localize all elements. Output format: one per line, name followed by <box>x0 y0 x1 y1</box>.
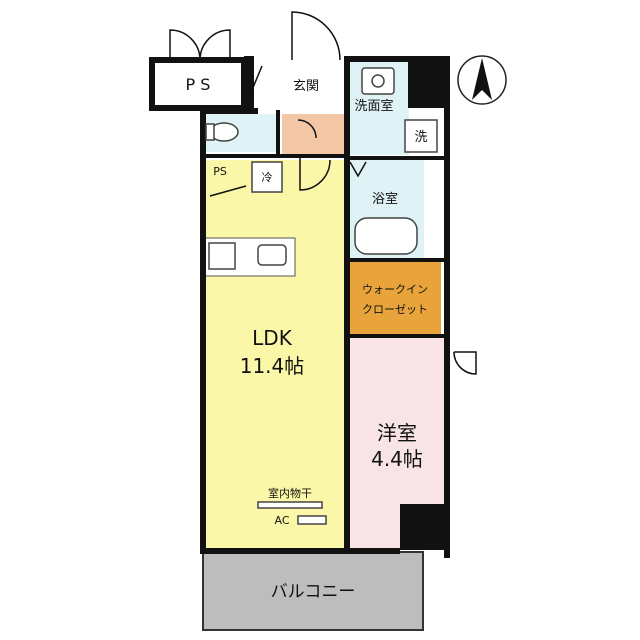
youshitsu-size-label: 4.4帖 <box>371 447 423 471</box>
fixtures <box>205 67 438 525</box>
youshitsu-name-label: 洋室 <box>377 421 417 445</box>
ldk-size-label: 11.4帖 <box>240 354 305 378</box>
ac-label: AC <box>274 514 289 527</box>
walk-in-label-1: ウォークイン <box>362 283 428 296</box>
ps-small-label: PS <box>213 165 227 178</box>
yokushitsu-label: 浴室 <box>372 191 398 207</box>
walk-in-label-2: クローゼット <box>362 303 428 316</box>
wash-mark-label: 洗 <box>414 130 427 145</box>
walls <box>200 56 450 558</box>
ldk-room <box>205 160 345 550</box>
senmenjo-label: 洗面室 <box>354 98 393 114</box>
drying-label: 室内物干 <box>268 486 312 500</box>
reizo-mark-label: 冷 <box>262 171 273 184</box>
genkan-hall <box>258 60 346 112</box>
doors <box>169 11 477 375</box>
ldk-name-label: LDK <box>252 326 293 350</box>
genkan-label: 玄関 <box>293 79 319 94</box>
balcony-label: バルコニー <box>271 582 356 602</box>
ps-top-label: P S <box>186 75 211 94</box>
entrance <box>282 114 344 154</box>
compass-icon <box>457 55 507 105</box>
walk-in-closet <box>349 262 441 336</box>
